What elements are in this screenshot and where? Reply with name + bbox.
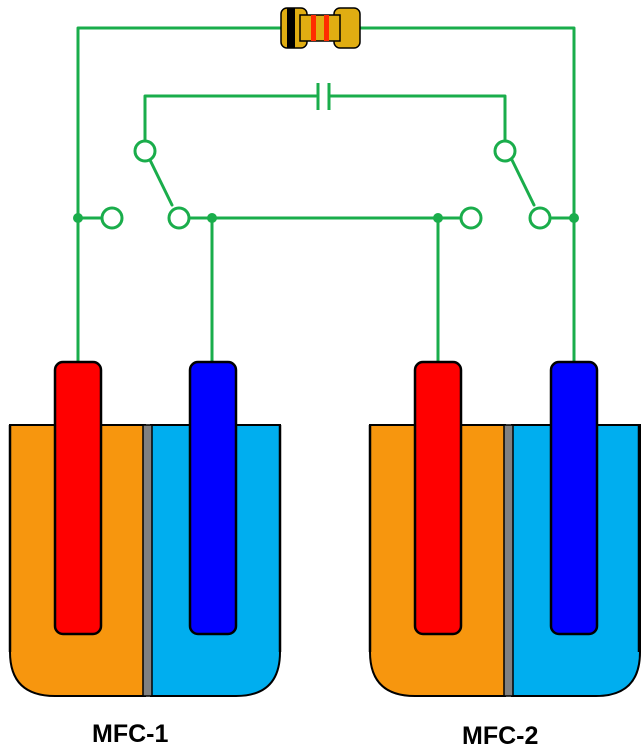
- mfc1-cathode-electrode: [188, 360, 238, 636]
- switch-right-common-terminal: [493, 139, 517, 163]
- switch-left-contact-b: [167, 206, 191, 230]
- mfc2-label: MFC-2: [462, 722, 539, 750]
- wire-resistor-to-mfc2-cathode: [356, 26, 576, 364]
- switch-right-contact-a: [459, 206, 483, 230]
- mfc2-cathode-electrode: [549, 360, 599, 636]
- circuit-wires: [76, 26, 576, 364]
- switch-terminals: [100, 139, 552, 230]
- junction-dots: [73, 213, 579, 223]
- junction-dot: [433, 213, 443, 223]
- wire-capacitor-left: [143, 94, 318, 143]
- wire-mfc1-anode-to-resistor: [76, 26, 284, 364]
- mfc1-anode-electrode: [53, 360, 103, 636]
- switch-right-contact-b: [528, 206, 552, 230]
- mfc1-label: MFC-1: [92, 720, 169, 748]
- junction-dot: [569, 213, 579, 223]
- mfc2-cell: [368, 360, 641, 697]
- switch-right-arm: [510, 158, 536, 207]
- mfc1-cell: [8, 360, 282, 697]
- resistor-icon: [280, 7, 361, 49]
- junction-dot: [207, 213, 217, 223]
- mfc2-membrane: [503, 424, 514, 697]
- switch-left-common-terminal: [133, 139, 157, 163]
- capacitor-icon: [316, 83, 331, 110]
- mfc1-membrane: [142, 424, 153, 697]
- mfc2-anode-electrode: [413, 360, 463, 636]
- switch-left-arm: [148, 158, 174, 207]
- wire-capacitor-right: [328, 94, 507, 143]
- switch-left-contact-a: [100, 206, 124, 230]
- junction-dot: [73, 213, 83, 223]
